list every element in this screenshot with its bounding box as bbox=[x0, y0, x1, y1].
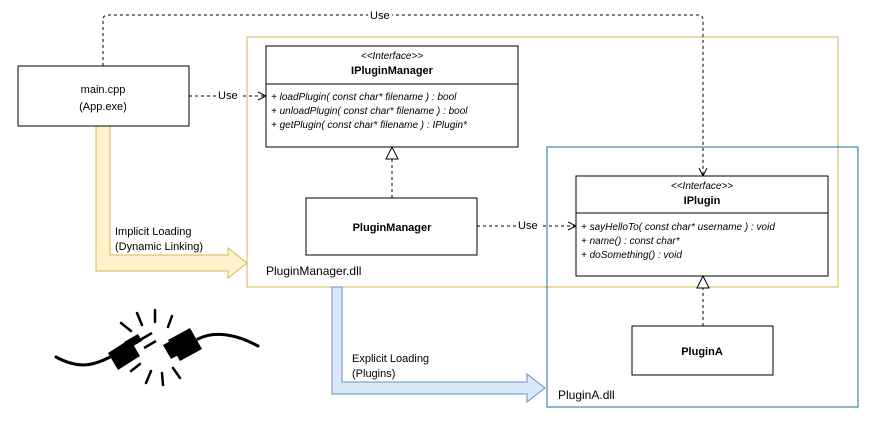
iplugin-stereotype: <<Interface>> bbox=[671, 181, 733, 192]
iplugin-method: + doSomething() : void bbox=[581, 250, 682, 261]
use-pm-to-iplugin-edge: Use bbox=[477, 219, 576, 232]
iplugin-method: + name() : const char* bbox=[581, 236, 681, 247]
plugina-dll-container: PluginA.dll bbox=[546, 146, 859, 408]
use-main-to-iplugin-edge: Use bbox=[102, 9, 703, 176]
ipluginmanager-stereotype: <<Interface>> bbox=[361, 51, 423, 62]
main-cpp-node[interactable]: main.cpp (App.exe) bbox=[17, 65, 190, 127]
explicit-loading-label-2: (Plugins) bbox=[352, 368, 395, 380]
iplugin-interface[interactable]: <<Interface>> IPlugin + sayHelloTo( cons… bbox=[575, 175, 829, 277]
implicit-loading-label-2: (Dynamic Linking) bbox=[115, 241, 203, 253]
explicit-loading-arrow: Explicit Loading (Plugins) bbox=[331, 286, 546, 404]
main-cpp-name: main.cpp bbox=[81, 84, 126, 96]
use-main-label: Use bbox=[218, 90, 238, 102]
unplugged-cable-icon bbox=[54, 308, 260, 387]
iplugin-method: + sayHelloTo( const char* username ) : v… bbox=[581, 222, 775, 233]
ipluginmanager-method: + loadPlugin( const char* filename ) : b… bbox=[271, 92, 457, 103]
main-cpp-exe: (App.exe) bbox=[79, 101, 127, 113]
pluginmanager-title: PluginManager bbox=[353, 222, 433, 234]
implicit-loading-arrow: Implicit Loading (Dynamic Linking) bbox=[95, 125, 248, 280]
pluginmanager-dll-label: PluginManager.dll bbox=[266, 264, 361, 278]
pluginmanager-dll-container: PluginManager.dll bbox=[246, 36, 839, 288]
plugina-title: PluginA bbox=[681, 346, 723, 358]
iplugin-title: IPlugin bbox=[684, 195, 721, 207]
plugina-dll-label: PluginA.dll bbox=[558, 388, 615, 402]
explicit-loading-label-1: Explicit Loading bbox=[352, 353, 429, 365]
plugina-class[interactable]: PluginA bbox=[631, 325, 774, 376]
ipluginmanager-method: + getPlugin( const char* filename ) : IP… bbox=[271, 120, 468, 131]
ipluginmanager-title: IPluginManager bbox=[351, 65, 434, 77]
pluginmanager-class[interactable]: PluginManager bbox=[305, 197, 478, 256]
ipluginmanager-interface[interactable]: <<Interface>> IPluginManager + loadPlugi… bbox=[265, 45, 519, 148]
use-pm-label: Use bbox=[518, 220, 538, 232]
ipluginmanager-method: + unloadPlugin( const char* filename ) :… bbox=[271, 106, 468, 117]
use-main-to-ipluginmanager-edge: Use bbox=[189, 89, 266, 102]
use-top-label: Use bbox=[370, 10, 390, 22]
implicit-loading-label-1: Implicit Loading bbox=[115, 226, 191, 238]
